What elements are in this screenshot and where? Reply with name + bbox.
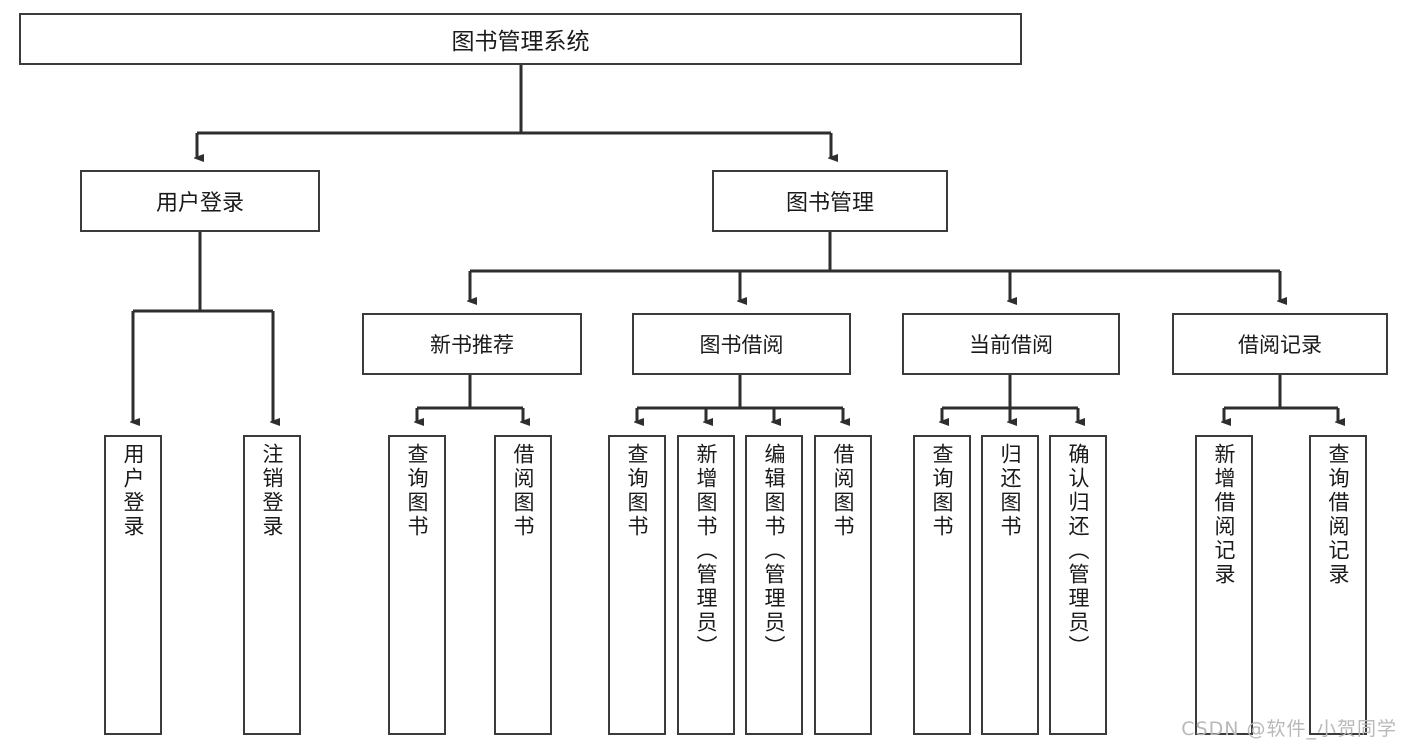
node-label: 新增图书（管理员） [694,443,719,659]
node-label: 注销登录 [260,443,285,539]
leaf-borrow-book-new[interactable]: 借阅图书 [494,435,552,735]
node-root-system[interactable]: 图书管理系统 [19,13,1022,65]
node-label: 查询图书 [625,443,650,539]
node-borrow-record[interactable]: 借阅记录 [1172,313,1388,375]
leaf-return-book[interactable]: 归还图书 [981,435,1039,735]
node-label: 新书推荐 [430,333,514,357]
csdn-watermark: CSDN @软件_小贺同学 [1181,718,1397,740]
node-label: 新增借阅记录 [1212,443,1237,587]
node-label: 借阅图书 [831,443,856,539]
node-label: 查询借阅记录 [1326,443,1351,587]
node-user-login[interactable]: 用户登录 [80,170,320,232]
node-current-borrow[interactable]: 当前借阅 [902,313,1120,375]
node-label: 确认归还（管理员） [1066,443,1091,659]
leaf-edit-book-admin[interactable]: 编辑图书（管理员） [745,435,803,735]
leaf-logout[interactable]: 注销登录 [243,435,301,735]
node-label: 当前借阅 [969,333,1053,357]
node-label: 查询图书 [405,443,430,539]
node-label: 借阅记录 [1238,333,1322,357]
node-new-book-recommend[interactable]: 新书推荐 [362,313,582,375]
leaf-borrow-book[interactable]: 借阅图书 [814,435,872,735]
leaf-query-book-new[interactable]: 查询图书 [388,435,446,735]
leaf-query-book-current[interactable]: 查询图书 [913,435,971,735]
node-label: 借阅图书 [511,443,536,539]
node-book-borrow[interactable]: 图书借阅 [632,313,851,375]
node-label: 用户登录 [121,443,146,539]
leaf-query-borrow-record[interactable]: 查询借阅记录 [1309,435,1367,735]
node-book-management[interactable]: 图书管理 [712,170,948,232]
node-label: 图书借阅 [699,333,784,357]
leaf-add-borrow-record[interactable]: 新增借阅记录 [1195,435,1253,735]
node-label: 归还图书 [998,443,1023,539]
node-label: 图书管理系统 [451,29,590,55]
node-label: 图书管理 [785,191,874,216]
leaf-confirm-return-admin[interactable]: 确认归还（管理员） [1049,435,1107,735]
node-label: 用户登录 [155,191,244,216]
leaf-add-book-admin[interactable]: 新增图书（管理员） [677,435,735,735]
leaf-query-book-borrow[interactable]: 查询图书 [608,435,666,735]
node-label: 查询图书 [930,443,955,539]
node-label: 编辑图书（管理员） [762,443,787,659]
leaf-user-login[interactable]: 用户登录 [104,435,162,735]
